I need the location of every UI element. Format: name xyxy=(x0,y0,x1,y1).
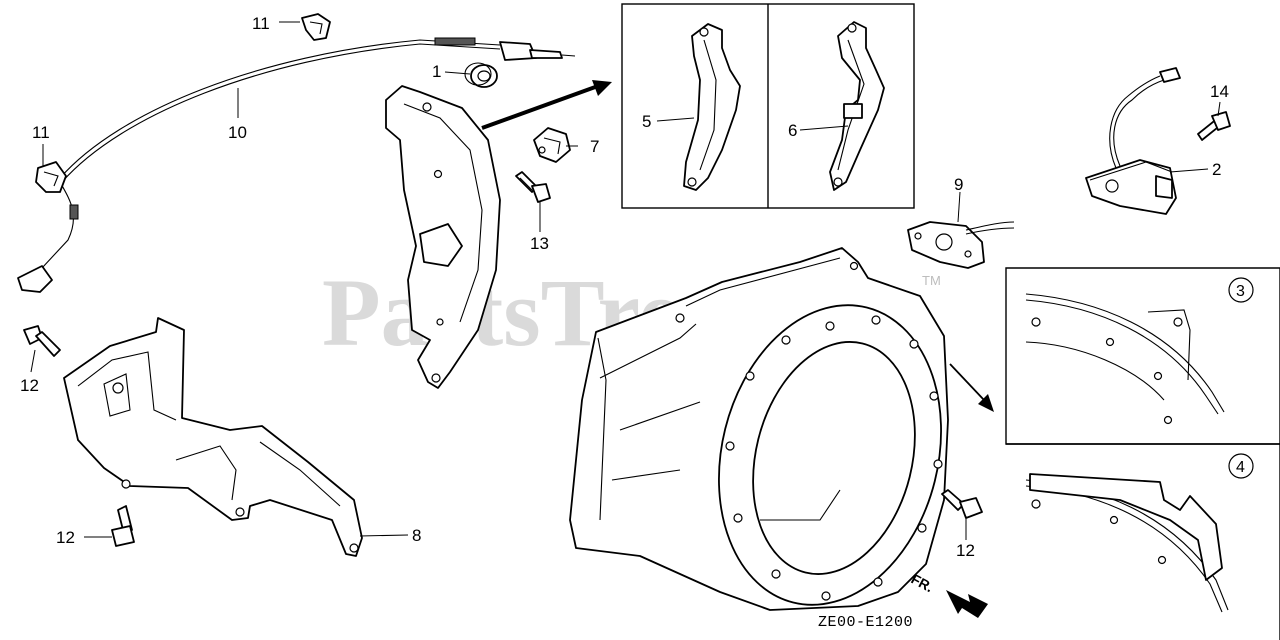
callout-6: 6 xyxy=(788,121,797,140)
callout-11-lower: 11 xyxy=(32,123,50,142)
detail-box-brackets xyxy=(621,3,915,209)
callout-1: 1 xyxy=(432,62,441,81)
bolt-14-part[interactable] xyxy=(1197,111,1231,141)
callout-5: 5 xyxy=(642,112,651,131)
wire-clip-part[interactable] xyxy=(533,127,571,163)
oil-alert-unit-part[interactable] xyxy=(1085,67,1181,215)
callout-8: 8 xyxy=(412,526,421,545)
callout-14: 14 xyxy=(1210,82,1229,101)
bolt-12-bottom-part[interactable] xyxy=(111,505,135,547)
callout-13: 13 xyxy=(530,234,549,253)
callout-2: 2 xyxy=(1212,160,1221,179)
detail-arrow xyxy=(481,80,612,130)
bracket-6-part[interactable] xyxy=(829,21,885,191)
callout-12-left: 12 xyxy=(20,376,39,395)
diagram-code: ZE00-E1200 xyxy=(818,614,913,631)
ignition-cable-part[interactable] xyxy=(17,37,576,293)
fan-shroud-part[interactable] xyxy=(569,247,972,629)
leader-lines xyxy=(30,21,1221,540)
callout-9: 9 xyxy=(954,175,963,194)
cable-clip-upper-part[interactable] xyxy=(301,13,331,41)
detail-3-label: 3 xyxy=(1236,283,1245,300)
shroud-cover-plate-part[interactable] xyxy=(385,85,501,389)
front-arrow-icon xyxy=(946,590,988,618)
trademark: TM xyxy=(922,273,941,288)
detail-4-badge xyxy=(1228,453,1254,479)
detail-view-3: 3 xyxy=(1005,267,1280,445)
bottom-cover-part[interactable] xyxy=(63,317,363,557)
front-direction-marker: FR. xyxy=(909,571,988,618)
detail-4-label: 4 xyxy=(1236,459,1245,476)
callout-12-right: 12 xyxy=(956,541,975,560)
callout-12-bottom: 12 xyxy=(56,528,75,547)
stop-switch-part[interactable] xyxy=(907,221,1015,269)
detail-view-4: 4 xyxy=(1006,443,1280,640)
grommet-part[interactable] xyxy=(464,62,498,88)
bracket-5-part[interactable] xyxy=(683,23,741,191)
callout-11-upper: 11 xyxy=(252,14,270,33)
detail-3-badge xyxy=(1228,277,1254,303)
bolt-12-right-part[interactable] xyxy=(941,489,983,519)
flange-bolt-part[interactable] xyxy=(515,171,551,203)
shroud-detail-arrow xyxy=(949,363,994,412)
cable-clip-lower-part[interactable] xyxy=(35,161,67,193)
bolt-12-left-part[interactable] xyxy=(23,325,61,357)
callout-10: 10 xyxy=(228,123,247,142)
callout-7: 7 xyxy=(590,137,599,156)
